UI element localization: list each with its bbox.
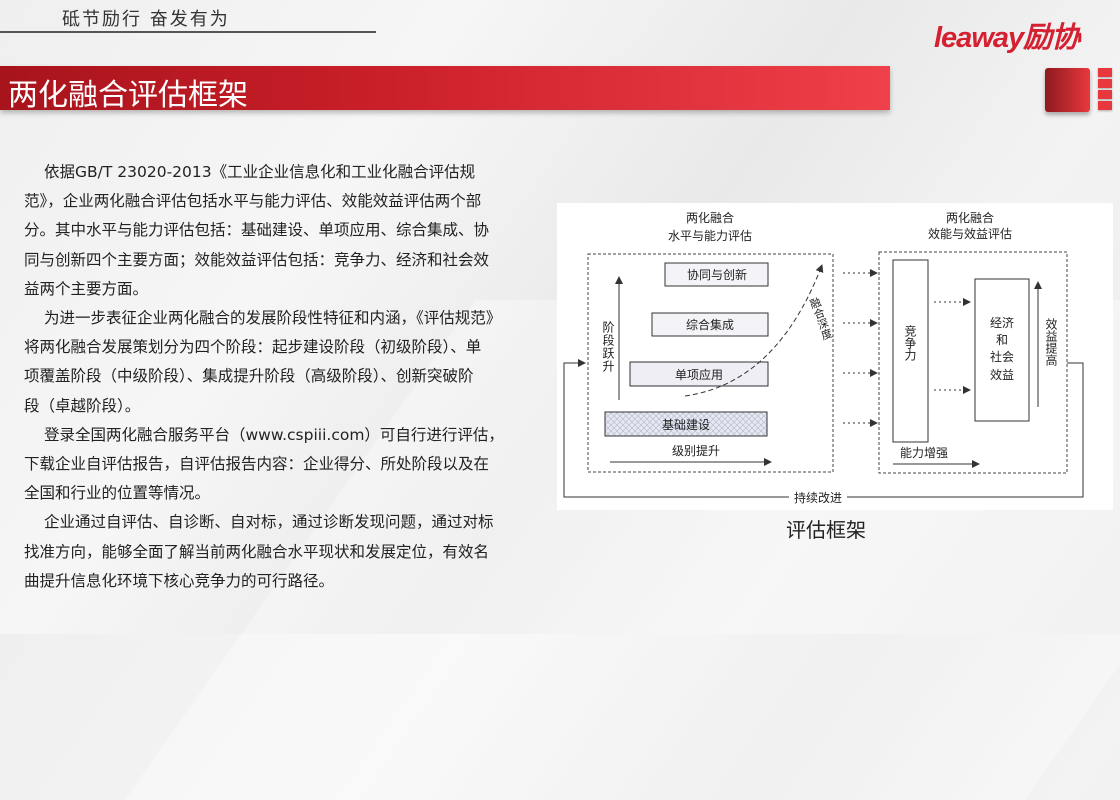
decor-block xyxy=(1098,90,1112,99)
page-title: 两化融合评估框架 xyxy=(8,78,248,113)
title-bar: 两化融合评估框架 xyxy=(0,66,890,113)
body-text: 依据GB/T 23020-2013《工业企业信息化和工业化融合评估规 范》，企业… xyxy=(24,158,544,596)
econ-label-4: 效益 xyxy=(990,367,1014,382)
divider xyxy=(0,31,376,33)
box-single-app-label: 单项应用 xyxy=(675,367,723,382)
leaway-logo: leaway励协 xyxy=(934,22,1080,54)
text-line: 将两化融合发展策划分为四个阶段：起步建设阶段（初级阶段）、单 xyxy=(24,338,482,357)
decor-block xyxy=(1098,68,1112,77)
motto: 砥节励行 奋发有为 xyxy=(62,9,230,30)
left-title-2: 水平与能力评估 xyxy=(668,229,752,243)
dotted-arrows-right xyxy=(934,298,971,394)
left-title-1: 两化融合 xyxy=(686,210,734,225)
decor-square xyxy=(1045,68,1090,112)
decor-block xyxy=(1098,79,1112,88)
text-line: 登录全国两化融合服务平台（www.cspiii.com）可自行进行评估， xyxy=(44,425,504,444)
ability-label: 能力增强 xyxy=(900,446,948,460)
text-line: 为进一步表征企业两化融合的发展阶段性特征和内涵，《评估规范》 xyxy=(44,309,502,328)
loop-label-bg xyxy=(789,489,847,505)
text-line: 项覆盖阶段（中级阶段）、集成提升阶段（高级阶段）、创新突破阶 xyxy=(24,367,474,386)
box-integration-label: 综合集成 xyxy=(686,317,734,332)
competitiveness-label: 竞争力 xyxy=(903,325,917,362)
text-line: 分。其中水平与能力评估包括：基础建设、单项应用、综合集成、协 xyxy=(24,221,490,240)
right-title-2: 效能与效益评估 xyxy=(928,226,1012,241)
box-infrastructure xyxy=(604,411,768,437)
left-dashed-box xyxy=(587,253,834,473)
text-line: 企业通过自评估、自诊断、自对标，通过诊断发现问题，通过对标 xyxy=(44,513,494,532)
competitiveness-box xyxy=(892,259,929,443)
text-line: 益两个主要方面。 xyxy=(24,279,149,298)
box-integration xyxy=(651,312,769,337)
depth-curve xyxy=(684,264,824,397)
text-line: 找准方向，能够全面了解当前两化融合水平现状和发展定位，有效名 xyxy=(24,542,490,561)
right-dashed-box xyxy=(878,251,1068,474)
econ-label-3: 社会 xyxy=(990,349,1014,364)
text-line: 段（卓越阶段）。 xyxy=(24,396,141,415)
text-line: 曲提升信息化环境下核心竞争力的可行路径。 xyxy=(24,571,335,590)
dotted-arrows-left xyxy=(843,269,878,427)
level-label: 级别提升 xyxy=(672,443,720,458)
text-line: 全国和行业的位置等情况。 xyxy=(24,484,211,503)
stage-label: 阶段跃升 xyxy=(601,321,615,373)
text-line: 同与创新四个主要方面；效能效益评估包括：竞争力、经济和社会效 xyxy=(24,250,490,269)
box-collab xyxy=(664,262,769,287)
text-line: 下载企业自评估报告，自评估报告内容：企业得分、所处阶段以及在 xyxy=(24,455,490,474)
text-line: 范》，企业两化融合评估包括水平与能力评估、效能效益评估两个部 xyxy=(24,192,482,211)
box-collab-label: 协同与创新 xyxy=(687,267,747,282)
depth-label: 融合深度 xyxy=(807,295,835,342)
figure-caption: 评估框架 xyxy=(786,518,866,542)
econ-social-box xyxy=(974,278,1030,422)
decor-block xyxy=(1098,101,1112,110)
econ-label-2: 和 xyxy=(996,333,1008,347)
loop-label: 持续改进 xyxy=(794,490,842,505)
benefit-label: 效益提高 xyxy=(1044,317,1058,367)
framework-diagram: 两化融合 水平与能力评估 两化融合 效能与效益评估 协同与创新 综合集成 单项应… xyxy=(557,203,1113,510)
text-line: 依据GB/T 23020-2013《工业企业信息化和工业化融合评估规 xyxy=(44,163,476,181)
box-single-app xyxy=(629,361,769,387)
box-infrastructure-label: 基础建设 xyxy=(662,418,710,432)
econ-label-1: 经济 xyxy=(990,315,1014,330)
right-title-1: 两化融合 xyxy=(946,210,994,225)
